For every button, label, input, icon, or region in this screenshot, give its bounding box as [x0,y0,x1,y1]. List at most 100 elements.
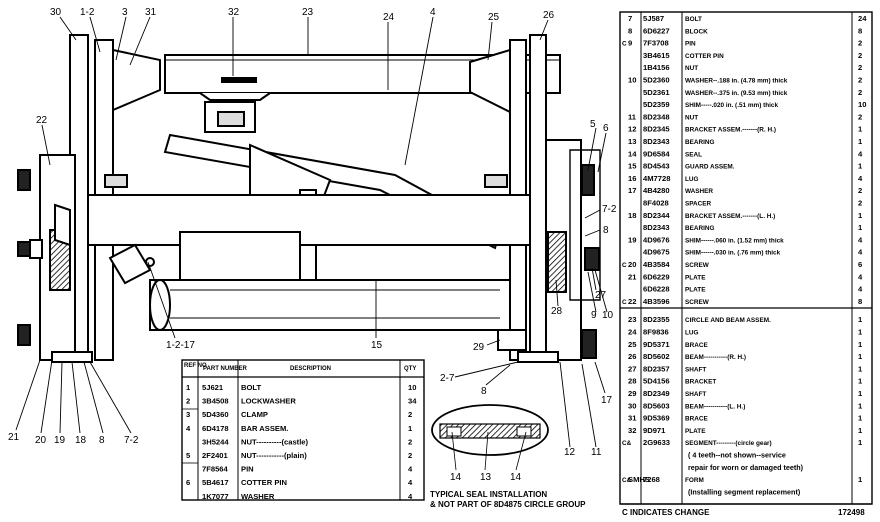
bottom-row-part: 3H5244 [202,437,229,446]
bottom-row-desc: NUT----------(castle) [241,437,309,446]
right-row-qty: 8 [858,297,862,306]
right-row-part: 5D2360 [643,76,670,85]
bottom-row-qty: 34 [408,397,417,406]
right-row-desc: SHIM-----.020 in. (.51 mm) thick [685,102,778,109]
right-row-desc: NUT [685,65,698,72]
right-row-qty: 4 [858,248,863,257]
callout-13: 13 [480,472,492,483]
right-row-ref: 12 [628,125,636,134]
brace-31 [112,48,161,112]
callout-3: 3 [122,7,128,18]
right-row-qty: 1 [858,426,863,435]
bar-assem-4 [163,133,502,250]
bottom-row-part: 5J621 [202,383,224,392]
callout-labels: 30 1-2 3 31 32 23 24 4 25 26 22 5 6 7-2 … [8,7,617,483]
bottom-row-qty: 2 [408,410,412,419]
callout-21: 21 [8,432,20,443]
right-row-part: 4D9675 [643,248,670,257]
bottom-row-desc: BAR ASSEM. [241,424,288,433]
seal-caption-line-2: & NOT PART OF 8D4875 CIRCLE GROUP [430,500,586,509]
right-row-ref: 24 [628,328,637,337]
right-row-desc: WASHER--.375 in. (9.53 mm) thick [685,90,788,97]
right-row-qty: 4 [858,272,863,281]
right-row-qty: 2 [858,112,862,121]
right-row-desc: BRACKET ASSEM.-------(L. H.) [685,213,775,220]
right-row-qty: 2 [858,186,862,195]
right-row-part: 8D2345 [643,125,670,134]
right-row-part: 8D2343 [643,137,670,146]
right-row-part: 8D4543 [643,162,670,171]
right-row-change: C [622,41,627,48]
right-row-part: 6D6228 [643,285,670,294]
right-row-part: 5D2359 [643,100,670,109]
bottom-row-qty: 4 [408,465,413,474]
right-row-part: 8D2355 [643,315,670,324]
bottom-row-ref: 1 [186,383,191,392]
right-row-qty: 4 [858,174,863,183]
right-row-qty: 2 [858,76,862,85]
bottom-row-desc: LOCKWASHER [241,397,296,406]
right-row-qty: 1 [858,475,863,484]
right-row-change: C& [622,477,632,484]
right-row-qty: 6 [858,260,862,269]
circle-and-beam-drawing [17,34,601,363]
right-row-desc: SHIM------.060 in. (1.52 mm) thick [685,237,784,244]
right-row-qty: 1 [858,315,863,324]
lower-beam [87,194,531,246]
right-row-qty: 1 [858,137,863,146]
right-row-part: 5D4156 [643,377,670,386]
right-row-part: 9D5369 [643,414,670,423]
guard-15 [149,279,511,331]
callout-20: 20 [35,435,47,446]
right-row-qty: 1 [858,125,863,134]
right-row-ref: 30 [628,401,636,410]
callout-22: 22 [36,115,48,126]
right-row-part: 4B4280 [643,186,670,195]
right-row-desc: SPACER [685,201,712,208]
right-row-qty: 10 [858,100,866,109]
right-row-part: 7F3708 [643,39,669,48]
bottom-row-ref: 3 [186,410,190,419]
right-row-part: 4B3584 [643,260,670,269]
right-row-ref: 16 [628,174,636,183]
right-row-desc: WASHER [685,188,713,195]
bottom-row-qty: 2 [408,451,412,460]
callout-10: 10 [602,310,614,321]
right-row-qty: 1 [858,352,863,361]
bottom-row-part: 2F2401 [202,451,229,460]
callout-4: 4 [430,7,436,18]
bottom-row-part: 7F8564 [202,465,229,474]
bottom-row-ref: 5 [186,451,191,460]
right-row-qty: 1 [858,438,863,447]
seal-caption-line-1: TYPICAL SEAL INSTALLATION [430,490,547,499]
right-row-ref: 26 [628,352,636,361]
right-row-desc: BEAM-----------(R. H.) [685,354,746,361]
bottom-header-qty: QTY [404,366,416,372]
right-row-ref: 22 [628,297,636,306]
right-row-qty: 2 [858,88,862,97]
bottom-row-desc: BOLT [241,383,261,392]
right-row-ref: 27 [628,364,636,373]
callout-2-7: 2-7 [440,373,455,384]
bottom-row-qty: 4 [408,492,413,501]
plate-32 [221,77,257,83]
right-row-part: 8D2349 [643,389,670,398]
leader-lines [15,16,608,448]
right-row-part: 7268 [643,475,660,484]
right-row-qty: 1 [858,414,863,423]
right-row-qty: 4 [858,285,863,294]
right-row-desc: COTTER PIN [685,53,724,60]
bottom-header-ref: REF NO [184,363,207,369]
callout-8-bottom: 8 [481,386,487,397]
right-row-desc: SHAFT [685,366,706,373]
right-row-ref: 18 [628,211,636,220]
right-row-desc: LUG [685,176,699,183]
right-parts-table [619,11,873,505]
right-row-desc: PLATE [685,428,706,435]
callout-17: 17 [601,395,613,406]
right-row-qty: 1 [858,340,863,349]
right-row-part: 5J587 [643,14,664,23]
right-row-desc: ( 4 teeth--not shown--service [688,451,786,460]
brace-25 [469,48,511,114]
